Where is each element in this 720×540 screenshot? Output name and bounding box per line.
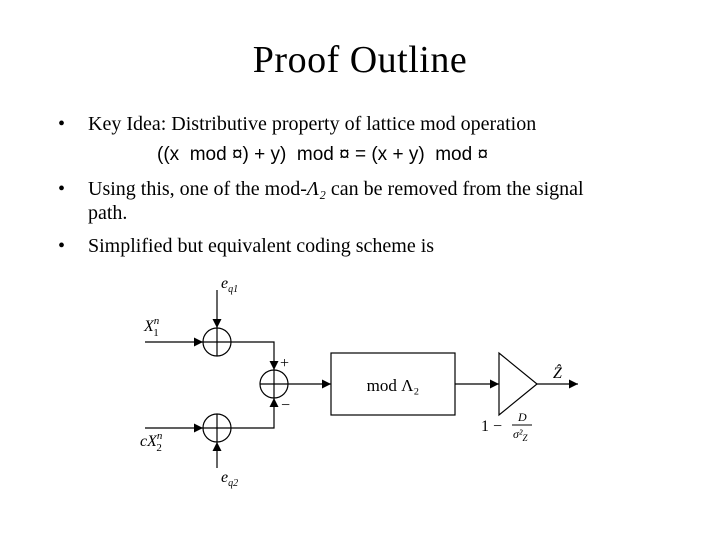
slide-title: Proof Outline <box>252 39 468 81</box>
gain-one: 1 − <box>481 418 502 435</box>
noise-bottom-label: eq2 <box>221 469 238 489</box>
distributive-formula: ((x mod ¤) + y) mod ¤ = (x + y) mod ¤ <box>157 144 489 165</box>
bullet-using-this: • Using this, one of the mod-Λ₂ can be r… <box>58 177 698 227</box>
bullet-text-part2: can be removed from the signal <box>325 178 584 200</box>
gain-numerator: D <box>517 410 527 424</box>
minus-sign: − <box>281 397 290 414</box>
plus-sign: + <box>280 355 289 372</box>
bullet-marker: • <box>58 113 66 135</box>
bullet-text: Using this, one of the mod-Λ₂ can be rem… <box>88 177 584 201</box>
bullet-text-part1: Using this, one of the mod- <box>88 178 307 200</box>
bullet-text-line2: path. <box>88 202 128 224</box>
output-label: Ẑ <box>553 363 563 382</box>
bullet-marker: • <box>58 235 66 257</box>
gain-denominator: σ²Z <box>513 427 529 443</box>
noise-top-label: eq1 <box>221 275 238 295</box>
bullet-text: Simplified but equivalent coding scheme … <box>88 235 435 257</box>
mod-box-label: mod Λ₂ <box>367 376 420 395</box>
bullet-text: Key Idea: Distributive property of latti… <box>88 113 537 135</box>
lambda2-symbol: Λ₂ <box>306 178 326 200</box>
bullet-marker: • <box>58 178 66 200</box>
gain-amplifier <box>498 351 538 417</box>
bottom-to-diff-arrow <box>231 398 279 429</box>
top-to-diff-arrow <box>231 341 279 370</box>
